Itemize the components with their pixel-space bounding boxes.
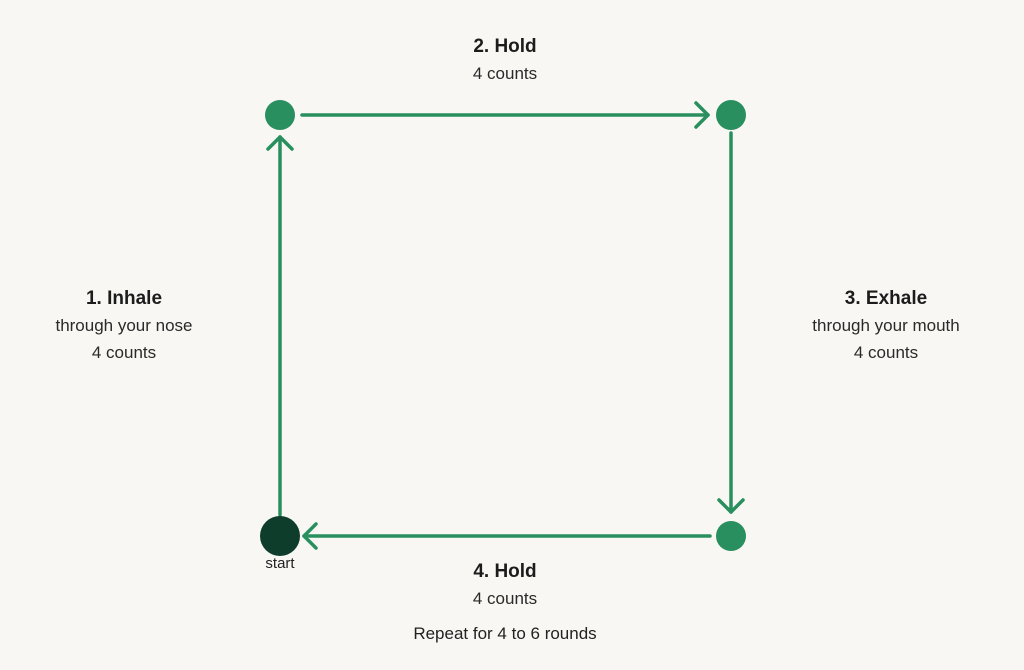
node-top-right <box>716 100 746 130</box>
step-inhale-label: 1. Inhale through your nose 4 counts <box>4 286 244 366</box>
step-count: 4 counts <box>472 589 538 608</box>
step-count: 4 counts <box>853 343 919 362</box>
step-count: 4 counts <box>472 64 538 83</box>
step-title: 4. Hold <box>473 561 537 582</box>
step-title: 1. Inhale <box>85 288 163 309</box>
step-title: 2. Hold <box>473 36 537 57</box>
step-hold-top-label: 2. Hold 4 counts <box>385 34 625 87</box>
start-label: start <box>265 555 295 572</box>
node-bottom-right <box>716 521 746 551</box>
hold-bottom-arrowhead <box>302 522 318 550</box>
step-detail: through your mouth <box>812 316 960 335</box>
start-node <box>260 516 300 556</box>
step-count: 4 counts <box>91 343 157 362</box>
step-hold-bottom-label: 4. Hold 4 counts <box>385 559 625 612</box>
repeat-note: Repeat for 4 to 6 rounds <box>413 624 597 643</box>
step-detail: through your nose <box>55 316 193 335</box>
inhale-arrowhead <box>266 135 294 151</box>
node-top-left <box>265 100 295 130</box>
step-exhale-label: 3. Exhale through your mouth 4 counts <box>766 286 1006 366</box>
step-title: 3. Exhale <box>844 288 928 309</box>
hold-top-arrowhead <box>694 101 710 129</box>
exhale-arrowhead <box>717 498 745 514</box>
